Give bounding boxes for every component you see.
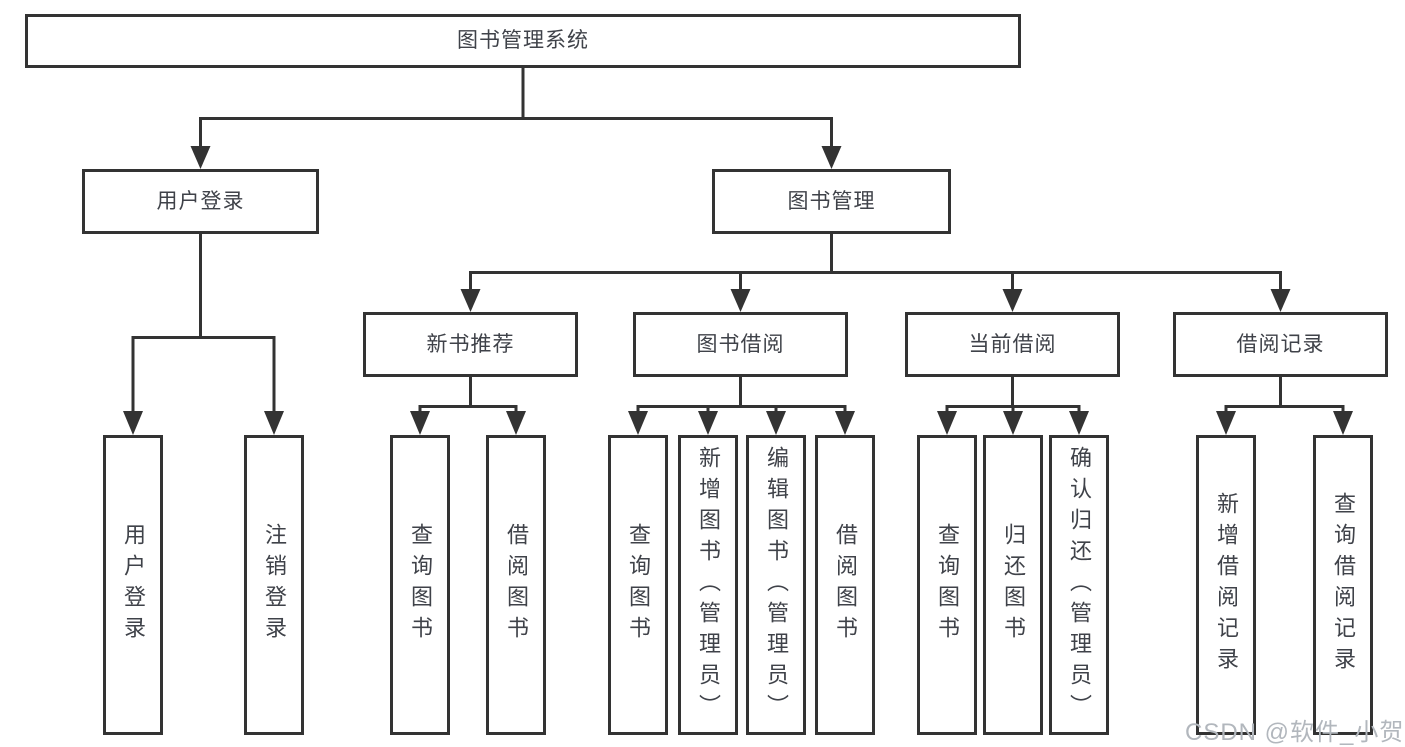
leaf-logout-label: 注销登录 — [262, 523, 287, 647]
leaf-query-books-borrow-label: 查询图书 — [626, 523, 651, 647]
leaf-edit-book-admin-label: 编辑图书（管理员） — [764, 445, 789, 725]
leaf-confirm-return-admin-label: 确认归还（管理员） — [1067, 445, 1092, 725]
node-root: 图书管理系统 — [25, 14, 1021, 68]
node-book-management-label: 图书管理 — [787, 189, 876, 213]
leaf-query-books-recommend-label: 查询图书 — [408, 523, 433, 647]
leaf-confirm-return-admin: 确认归还（管理员） — [1049, 435, 1109, 735]
node-borrowing-records-label: 借阅记录 — [1236, 332, 1325, 356]
node-user-login: 用户登录 — [82, 169, 319, 234]
leaf-borrow-books-borrow: 借阅图书 — [815, 435, 875, 735]
leaf-user-login-label: 用户登录 — [121, 523, 146, 647]
leaf-borrow-books-recommend: 借阅图书 — [486, 435, 546, 735]
leaf-add-book-admin-label: 新增图书（管理员） — [696, 445, 721, 725]
leaf-user-login: 用户登录 — [103, 435, 163, 735]
leaf-return-books: 归还图书 — [983, 435, 1043, 735]
leaf-add-book-admin: 新增图书（管理员） — [678, 435, 738, 735]
node-current-borrowing: 当前借阅 — [905, 312, 1120, 377]
node-book-borrowing-label: 图书借阅 — [696, 332, 785, 356]
leaf-query-borrow-record: 查询借阅记录 — [1313, 435, 1373, 735]
node-new-book-recommendation-label: 新书推荐 — [426, 332, 515, 356]
node-borrowing-records: 借阅记录 — [1173, 312, 1388, 377]
leaf-query-books-current: 查询图书 — [917, 435, 977, 735]
node-book-management: 图书管理 — [712, 169, 951, 234]
leaf-edit-book-admin: 编辑图书（管理员） — [746, 435, 806, 735]
leaf-borrow-books-borrow-label: 借阅图书 — [833, 523, 858, 647]
leaf-query-books-current-label: 查询图书 — [935, 523, 960, 647]
node-new-book-recommendation: 新书推荐 — [363, 312, 578, 377]
leaf-return-books-label: 归还图书 — [1001, 523, 1026, 647]
leaf-add-borrow-record-label: 新增借阅记录 — [1214, 492, 1239, 678]
watermark-text: CSDN @软件_小贺同学 — [1185, 719, 1405, 746]
node-book-borrowing: 图书借阅 — [633, 312, 848, 377]
node-root-label: 图书管理系统 — [457, 29, 589, 53]
node-current-borrowing-label: 当前借阅 — [968, 332, 1057, 356]
leaf-query-borrow-record-label: 查询借阅记录 — [1331, 492, 1356, 678]
node-user-login-label: 用户登录 — [156, 189, 245, 213]
leaf-query-books-borrow: 查询图书 — [608, 435, 668, 735]
leaf-query-books-recommend: 查询图书 — [390, 435, 450, 735]
leaf-borrow-books-recommend-label: 借阅图书 — [504, 523, 529, 647]
leaf-logout: 注销登录 — [244, 435, 304, 735]
leaf-add-borrow-record: 新增借阅记录 — [1196, 435, 1256, 735]
